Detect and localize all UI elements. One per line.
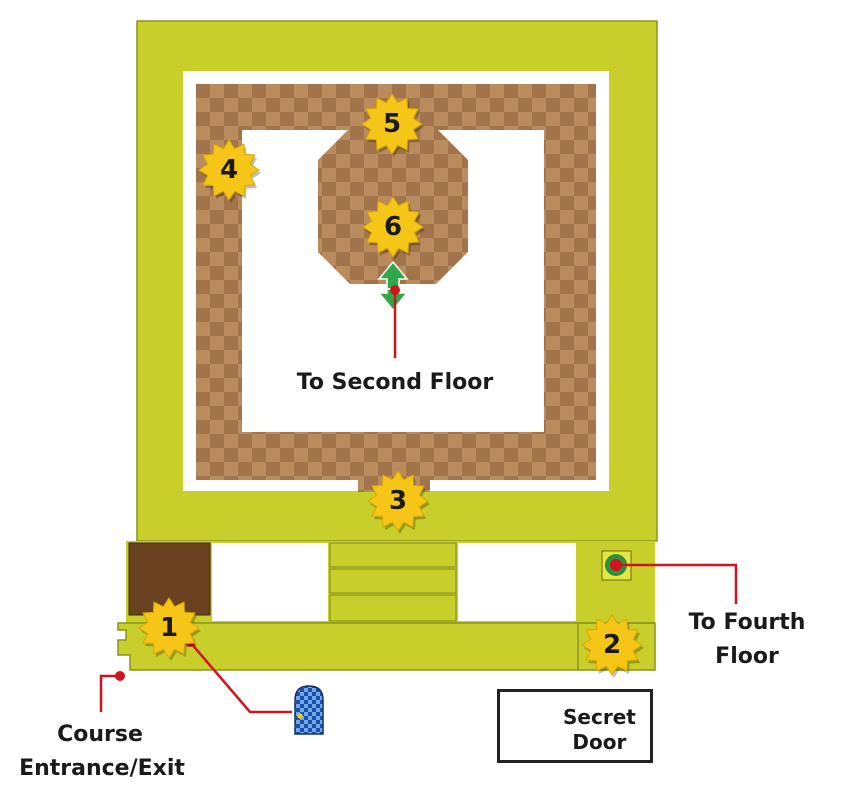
star-6-label: 6	[383, 212, 403, 242]
legend-secret-door-label: Secret Door	[563, 705, 636, 755]
star-6-icon	[362, 196, 424, 258]
star-2-label: 2	[602, 630, 622, 660]
callout-dot-second-floor	[390, 285, 400, 295]
star-5-label: 5	[382, 109, 402, 139]
callout-dot-fourth-floor	[611, 560, 621, 570]
star-1-label: 1	[159, 613, 179, 643]
white-room-left	[212, 543, 328, 621]
callout-entrance-line2: Entrance/Exit	[19, 756, 185, 781]
star-4-label: 4	[219, 155, 239, 185]
callout-fourth-floor-line1: To Fourth	[688, 610, 806, 635]
callout-line-secret-door	[189, 641, 292, 714]
door-knob	[297, 713, 303, 719]
white-room-right	[458, 543, 576, 621]
stair-step-3	[329, 594, 457, 622]
legend-label-line1: Secret	[563, 705, 636, 729]
callout-line-entrance	[99, 674, 120, 712]
bottom-corridor	[117, 622, 656, 671]
star-2-icon	[581, 614, 643, 676]
legend-label-line2: Door	[572, 730, 627, 754]
secret-door-icon	[294, 685, 324, 735]
callout-fourth-floor-line2: Floor	[715, 644, 779, 669]
star-5-icon	[361, 93, 423, 155]
callout-second-floor: To Second Floor	[296, 370, 494, 395]
star-4-icon	[198, 139, 260, 201]
stair-step-2	[329, 568, 457, 594]
star-3-icon	[367, 470, 429, 532]
callout-line-fourth-floor	[616, 563, 738, 604]
star-badges	[138, 93, 644, 678]
callout-dot-entrance	[115, 671, 125, 681]
star-3-label: 3	[388, 486, 408, 516]
star-1-icon	[138, 597, 200, 659]
callout-entrance-line1: Course	[57, 722, 143, 747]
stair-step-1	[329, 542, 457, 568]
legend	[497, 689, 653, 763]
